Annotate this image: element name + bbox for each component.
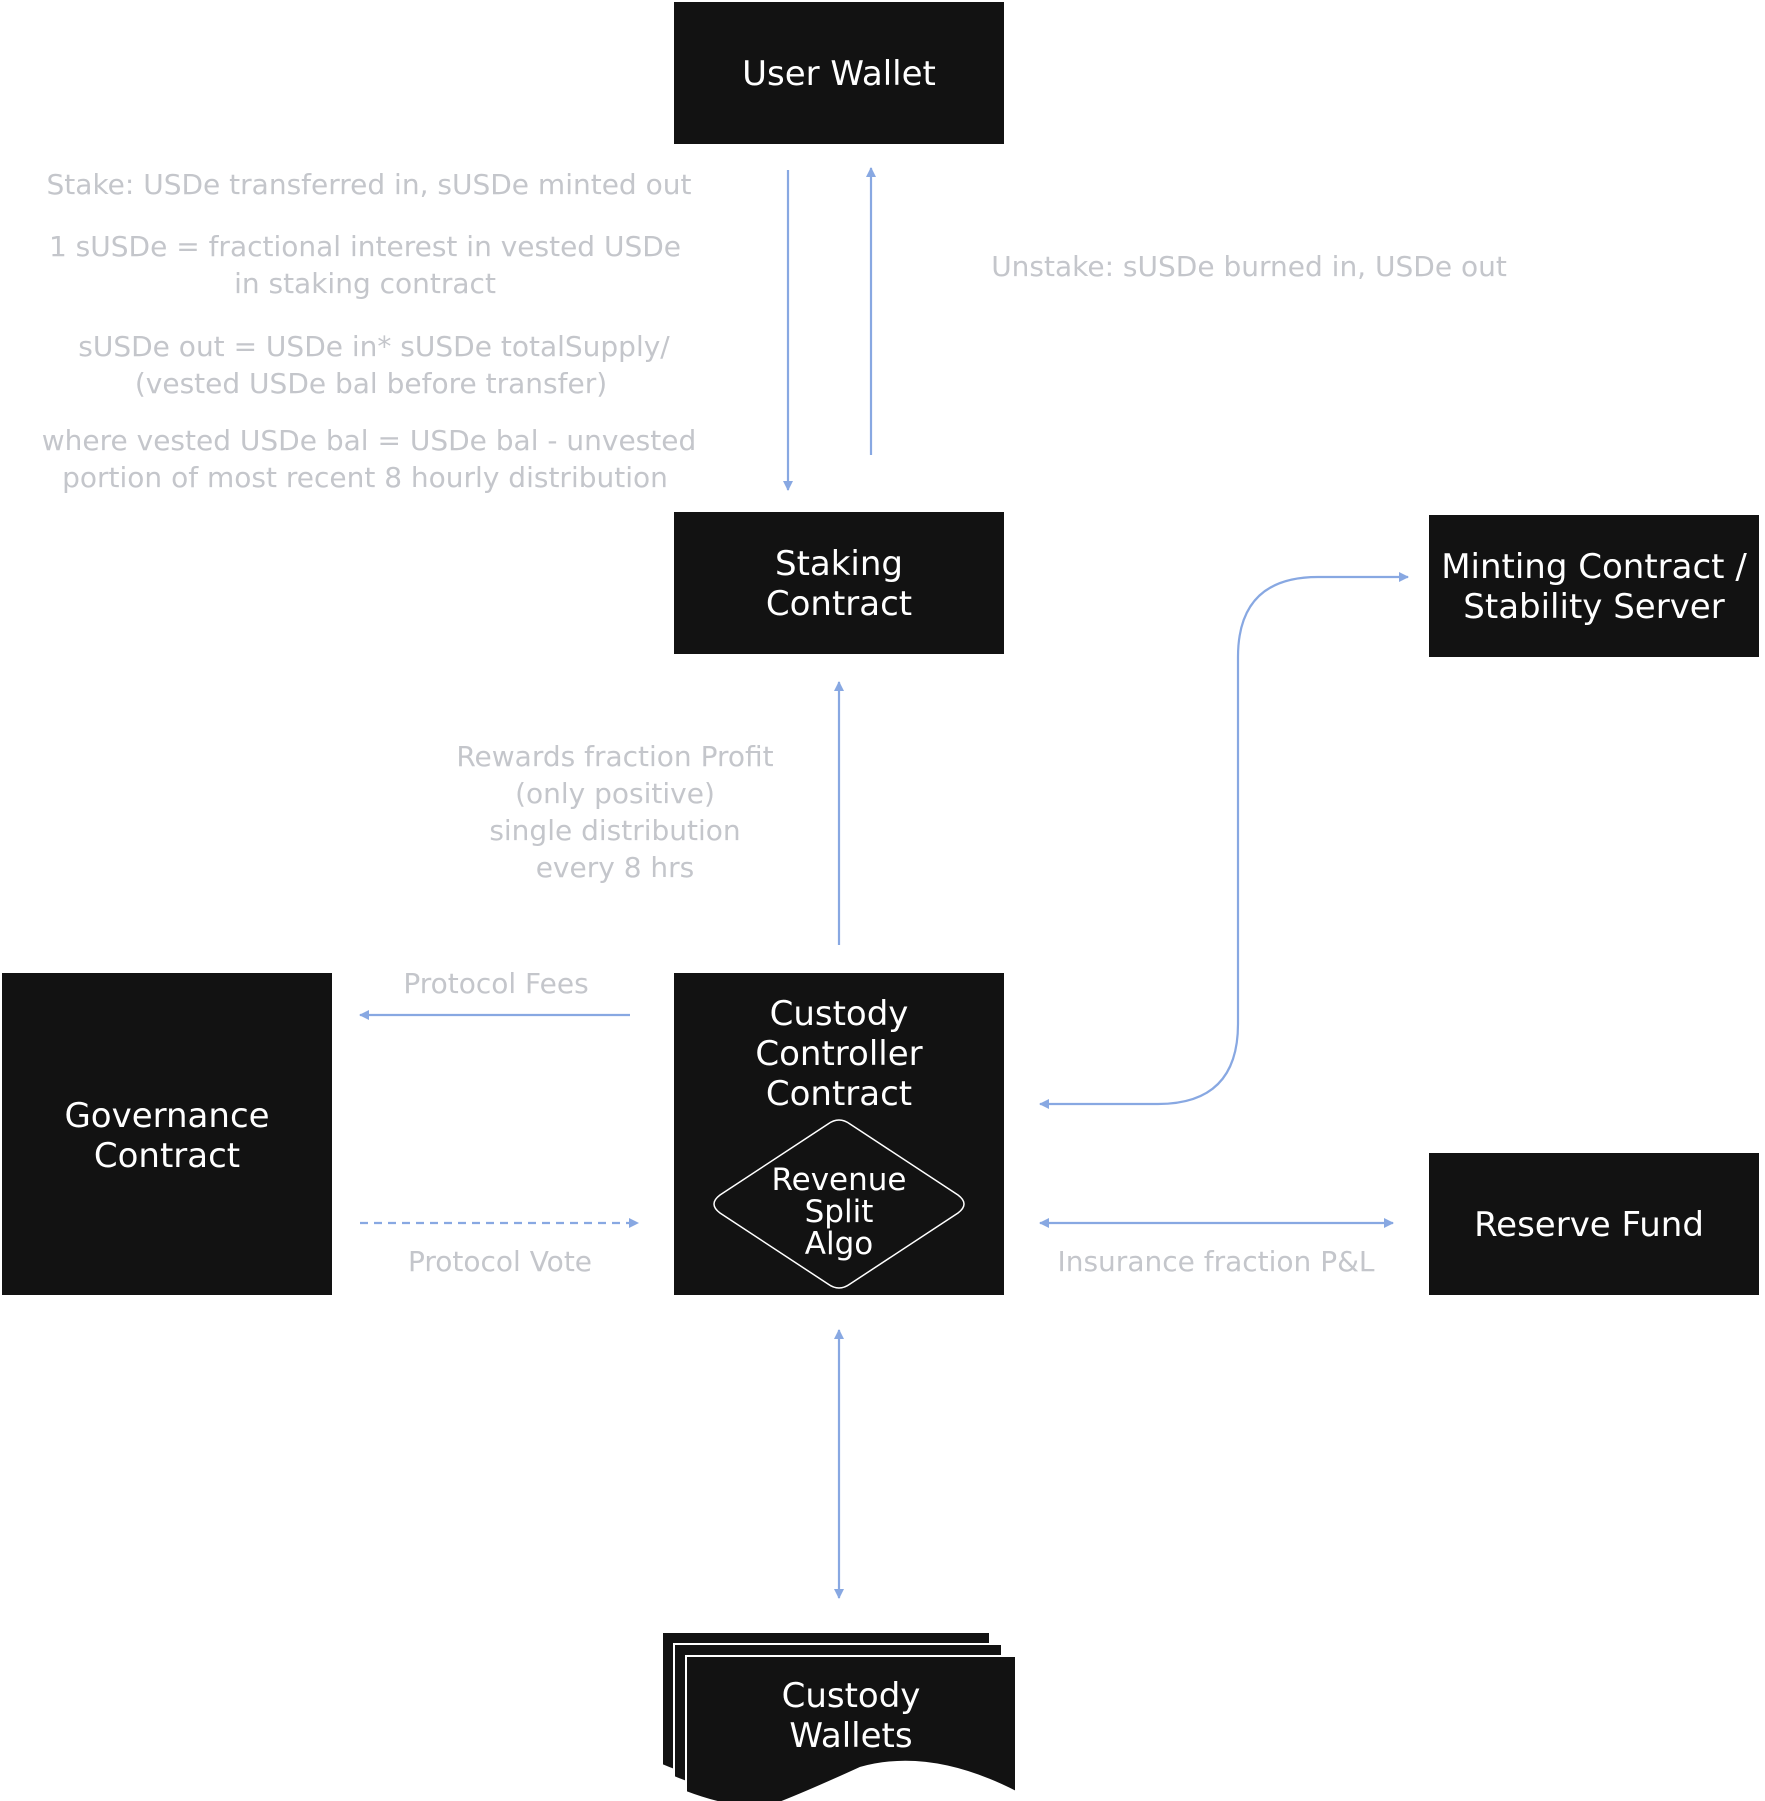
rewards-label-line4: every 8 hrs xyxy=(536,851,695,884)
staking-contract-label-line2: Contract xyxy=(766,584,912,624)
stake-label-line3: in staking contract xyxy=(234,267,496,300)
custody-controller-node: Custody Controller Contract Revenue Spli… xyxy=(674,973,1004,1295)
revenue-split-diamond: Revenue Split Algo xyxy=(713,1119,965,1289)
revenue-split-label-line1: Revenue xyxy=(771,1162,906,1198)
insurance-label: Insurance fraction P&L xyxy=(1057,1245,1374,1278)
minting-arrow xyxy=(1039,572,1409,1109)
custody-wallets-label-line1: Custody xyxy=(782,1676,921,1716)
custody-controller-label-line3: Contract xyxy=(766,1074,912,1114)
custody-wallets-node: Custody Wallets xyxy=(661,1631,1017,1801)
revenue-split-label-line3: Algo xyxy=(805,1226,873,1262)
stake-label-line4: sUSDe out = USDe in* sUSDe totalSupply/ xyxy=(78,330,670,363)
rewards-annotation: Rewards fraction Profit (only positive) … xyxy=(456,740,773,884)
governance-contract-label-line1: Governance xyxy=(64,1096,269,1136)
rewards-label-line1: Rewards fraction Profit xyxy=(456,740,773,773)
custody-controller-label-line1: Custody xyxy=(770,994,909,1034)
user-wallet-node: User Wallet xyxy=(674,2,1004,144)
custody-controller-label-line2: Controller xyxy=(755,1034,922,1074)
staking-contract-label-line1: Staking xyxy=(775,544,903,584)
protocol-vote-label: Protocol Vote xyxy=(408,1245,592,1278)
governance-contract-node: Governance Contract xyxy=(2,973,332,1295)
staking-contract-node: Staking Contract xyxy=(674,512,1004,654)
minting-contract-label-line1: Minting Contract / xyxy=(1441,547,1747,587)
rewards-label-line3: single distribution xyxy=(489,814,740,847)
stake-label-line6: where vested USDe bal = USDe bal - unves… xyxy=(42,424,697,457)
minting-contract-label-line2: Stability Server xyxy=(1463,587,1724,627)
rewards-label-line2: (only positive) xyxy=(515,777,715,810)
revenue-split-label-line2: Split xyxy=(805,1194,874,1230)
stake-label-line2: 1 sUSDe = fractional interest in vested … xyxy=(49,230,681,263)
unstake-label: Unstake: sUSDe burned in, USDe out xyxy=(991,250,1507,283)
minting-contract-node: Minting Contract / Stability Server xyxy=(1429,515,1759,657)
reserve-fund-label: Reserve Fund xyxy=(1474,1205,1704,1245)
protocol-fees-label: Protocol Fees xyxy=(403,967,588,1000)
stake-label-line5: (vested USDe bal before transfer) xyxy=(135,367,607,400)
custody-wallets-label-line2: Wallets xyxy=(789,1716,912,1756)
stake-annotation: Stake: USDe transferred in, sUSDe minted… xyxy=(42,168,697,494)
user-wallet-label: User Wallet xyxy=(742,54,936,94)
stake-label-line1: Stake: USDe transferred in, sUSDe minted… xyxy=(47,168,692,201)
governance-contract-label-line2: Contract xyxy=(94,1136,240,1176)
stake-label-line7: portion of most recent 8 hourly distribu… xyxy=(62,461,668,494)
reserve-fund-node: Reserve Fund xyxy=(1429,1153,1759,1295)
